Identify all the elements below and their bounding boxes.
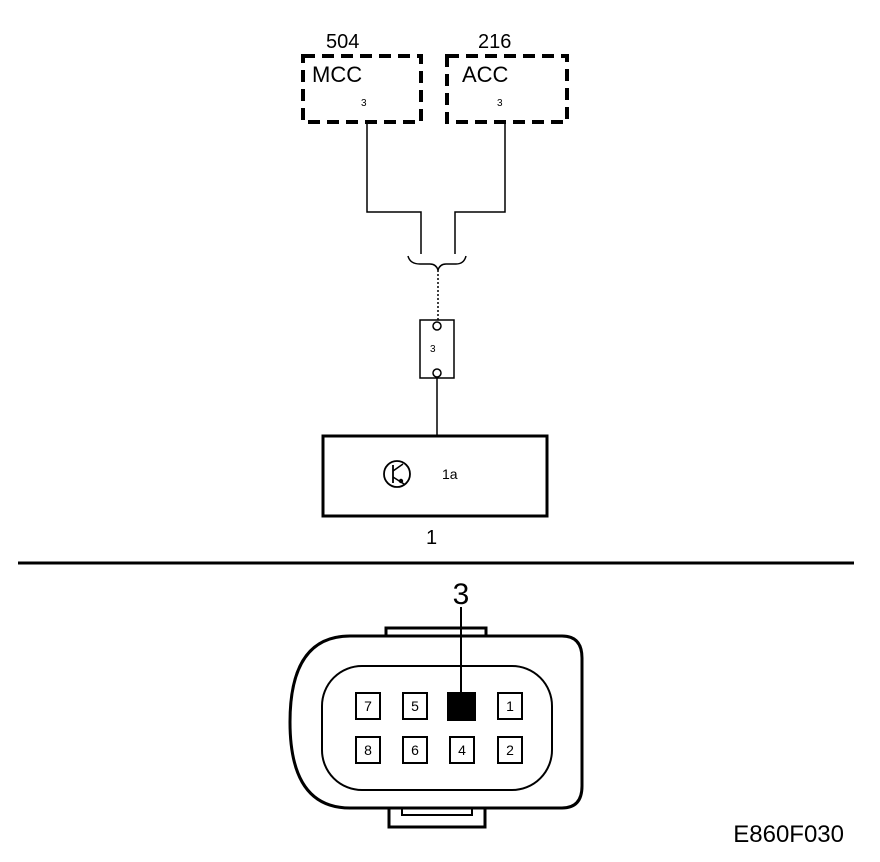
module-mcc-name: MCC: [312, 62, 362, 87]
pin-box: [402, 692, 428, 720]
connector-terminal-top: [432, 321, 442, 331]
module-mcc: 504 MCC 3: [301, 31, 423, 124]
inline-connector-pin: 3: [430, 344, 436, 355]
pin-callout-label: 3: [453, 578, 470, 611]
pin-label: 1: [506, 698, 514, 714]
pin-label: 8: [364, 742, 372, 758]
component-1: 1a 1: [321, 434, 549, 549]
pin-box: [355, 692, 381, 720]
component-box: [321, 434, 549, 518]
module-mcc-number: 504: [326, 31, 359, 53]
pin-label: 4: [458, 742, 466, 758]
wire-mcc: [366, 122, 422, 254]
figure-code: E860F030: [733, 821, 844, 848]
pin-box: [497, 692, 523, 720]
pin-box: [497, 736, 523, 764]
wire-acc: [454, 122, 506, 254]
module-wires: [366, 122, 506, 254]
pin-label: 7: [364, 698, 372, 714]
connector-pin-view: 7 5 1 8 6 4 2 3: [288, 578, 584, 829]
module-acc-number: 216: [478, 31, 511, 53]
pin-label: 2: [506, 742, 514, 758]
connector-face: [321, 665, 553, 791]
module-mcc-pin: 3: [361, 98, 367, 109]
pin-box: [355, 736, 381, 764]
pin-box: [449, 736, 475, 764]
connector-terminal-bottom: [432, 368, 442, 378]
pin-label: 6: [411, 742, 419, 758]
pin-highlighted: [447, 692, 476, 721]
module-mcc-box: [301, 54, 423, 124]
splice-brace: [407, 255, 467, 273]
component-sub-label: 1a: [442, 466, 458, 482]
pin-box: [402, 736, 428, 764]
module-acc: 216 ACC 3: [445, 31, 569, 124]
module-acc-pin: 3: [497, 98, 503, 109]
module-acc-name: ACC: [462, 62, 509, 87]
inline-connector: 3: [419, 319, 455, 379]
module-acc-box: [445, 54, 569, 124]
pin-label: 5: [411, 698, 419, 714]
component-number: 1: [426, 527, 437, 549]
transistor-icon: [383, 460, 411, 488]
